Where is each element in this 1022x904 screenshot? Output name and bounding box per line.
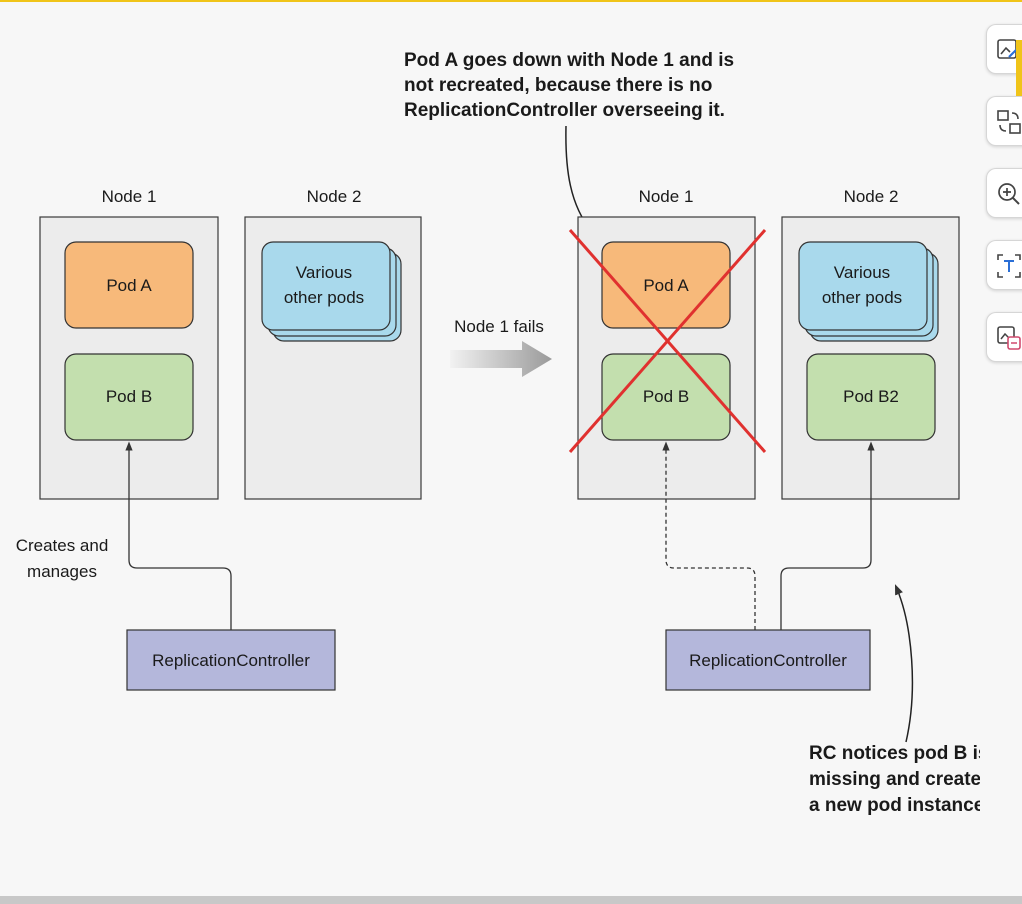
- pod-b2-label: Pod B2: [843, 387, 899, 406]
- lost-pod-b-connector: [662, 441, 756, 630]
- annotation-top-line1: Pod A goes down with Node 1 and is: [404, 50, 734, 71]
- kubernetes-diagram: Node 1 Pod A Pod B Node 2 Various other …: [16, 50, 980, 816]
- various-line2-before: other pods: [284, 288, 364, 307]
- side-toolbar: [986, 24, 1022, 370]
- image-compare-icon: [997, 326, 1021, 350]
- various-line2-after: other pods: [822, 288, 902, 307]
- various-line1-after: Various: [834, 263, 890, 282]
- text-extract-button[interactable]: [986, 240, 1022, 290]
- replication-controller-after: [665, 629, 871, 691]
- rotate-swap-icon: [997, 110, 1021, 134]
- rotate-swap-button[interactable]: [986, 96, 1022, 146]
- node1-title-after: Node 1: [639, 187, 694, 206]
- annotation-top-line3: ReplicationController overseeing it.: [404, 100, 725, 121]
- zoom-in-icon: [998, 183, 1020, 205]
- pod-b2: [806, 353, 936, 441]
- replication-controller-label-after: ReplicationController: [689, 651, 847, 670]
- annotation-bottom-pointer: [894, 584, 914, 743]
- replication-controller-before: [126, 629, 336, 691]
- various-line1-before: Various: [296, 263, 352, 282]
- zoom-in-button[interactable]: [986, 168, 1022, 218]
- fail-cross-stroke-2: [568, 229, 767, 453]
- pod-b-before: [64, 353, 194, 441]
- edge-label-line1: Creates and: [16, 536, 109, 555]
- annotation-bottom-line1: RC notices pod B is: [809, 743, 980, 764]
- various-pods-before: [261, 241, 391, 331]
- pod-b-label-before: Pod B: [106, 387, 152, 406]
- toolbar-accent-bar: [1016, 40, 1022, 96]
- annotation-top-pointer: [565, 125, 596, 237]
- pod-a-before: [64, 241, 194, 329]
- top-accent-line: [0, 0, 1022, 2]
- node2-title-before: Node 2: [307, 187, 362, 206]
- pod-a-label-after: Pod A: [643, 276, 689, 295]
- text-extract-icon: [997, 254, 1021, 278]
- annotation-top-line2: not recreated, because there is no: [404, 75, 712, 96]
- pod-a-label-before: Pod A: [106, 276, 152, 295]
- annotation-bottom-line2: missing and creates: [809, 769, 980, 790]
- pod-b-label-after: Pod B: [643, 387, 689, 406]
- pod-b2-connector: [780, 441, 875, 630]
- node2-title-after: Node 2: [844, 187, 899, 206]
- transition-arrow: [450, 341, 552, 377]
- replication-controller-label-before: ReplicationController: [152, 651, 310, 670]
- manages-connector: [125, 441, 232, 630]
- transition-label: Node 1 fails: [454, 317, 544, 336]
- image-compare-button[interactable]: [986, 312, 1022, 362]
- annotation-bottom-line3: a new pod instance.: [809, 795, 980, 816]
- node1-title-before: Node 1: [102, 187, 157, 206]
- edge-label-line2: manages: [27, 562, 97, 581]
- bottom-scroll-edge: [0, 896, 1022, 904]
- various-pods-after: [798, 241, 928, 331]
